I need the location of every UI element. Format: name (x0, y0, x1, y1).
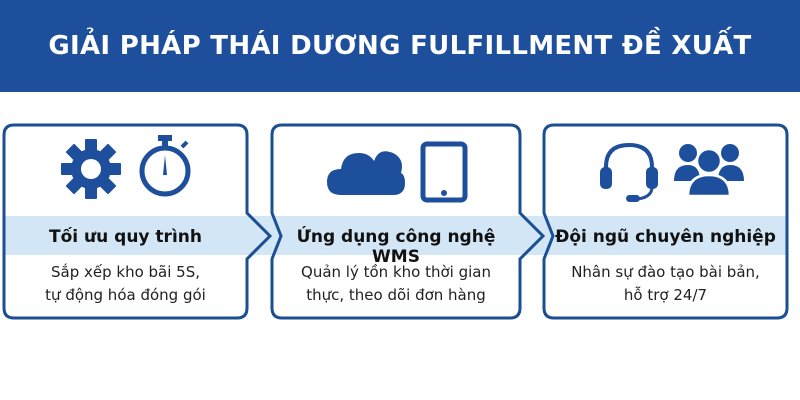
header-banner: GIẢI PHÁP THÁI DƯƠNG FULFILLMENT ĐỀ XUẤT (0, 0, 800, 92)
cloud-icon (327, 151, 405, 195)
step-wms-technology: Ứng dụng công nghệ WMS Quản lý tồn kho t… (272, 125, 520, 318)
description-line: Quản lý tồn kho thời gian (301, 263, 491, 281)
step-description: Sắp xếp kho bãi 5S, tự động hóa đóng gói (4, 261, 247, 307)
step-title: Đội ngũ chuyên nghiệp (555, 227, 776, 247)
description-line: thực, theo dõi đơn hàng (306, 286, 486, 304)
stopwatch-icon (139, 135, 191, 197)
step-description: Quản lý tồn kho thời gian thực, theo dõi… (272, 261, 520, 307)
headset-icon (600, 142, 658, 202)
step-box-3 (542, 123, 789, 320)
description-line: Nhân sự đào tạo bài bản, (571, 263, 760, 281)
step-box-2 (270, 123, 546, 320)
step-optimize-process: Tối ưu quy trình Sắp xếp kho bãi 5S, tự … (4, 125, 247, 318)
gear-icon (61, 139, 121, 199)
step-box-1 (2, 123, 273, 320)
description-line: Sắp xếp kho bãi 5S, (50, 263, 201, 281)
step-title: Tối ưu quy trình (49, 227, 202, 247)
page-title: GIẢI PHÁP THÁI DƯƠNG FULFILLMENT ĐỀ XUẤT (48, 31, 752, 61)
step-professional-team: Đội ngũ chuyên nghiệp Nhân sự đào tạo bà… (544, 125, 787, 318)
description-line: hỗ trợ 24/7 (623, 286, 708, 304)
team-icon (674, 144, 744, 197)
description-line: tự động hóa đóng gói (45, 286, 206, 304)
title-band (4, 216, 787, 255)
tablet-icon (420, 141, 468, 203)
step-description: Nhân sự đào tạo bài bản, hỗ trợ 24/7 (544, 261, 787, 307)
step-title: Ứng dụng công nghệ WMS (296, 227, 496, 267)
